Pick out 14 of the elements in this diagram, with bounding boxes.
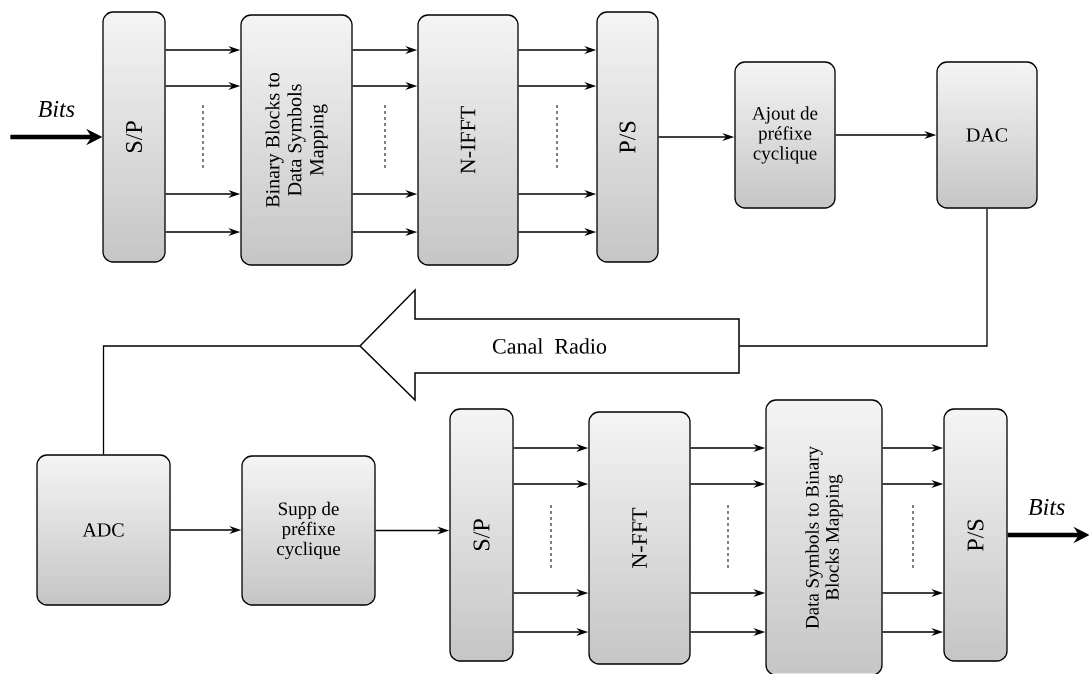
process-box: Binary Blocks to Data Symbols Mapping (240, 14, 353, 266)
process-box: Data Symbols to Binary Blocks Mapping (765, 399, 883, 674)
process-box: ADC (36, 454, 171, 606)
process-box: S/P (102, 11, 166, 263)
edge-label: Bits (37, 100, 75, 118)
process-box: DAC (936, 61, 1038, 209)
process-box: Ajout de préfixe cyclique (734, 61, 836, 209)
edge-label: Bits (1028, 498, 1065, 516)
process-box: S/P (449, 408, 514, 662)
process-box: P/S (943, 408, 1008, 662)
process-box: N-IFFT (417, 14, 519, 266)
process-box: P/S (596, 11, 659, 263)
process-box: N-FFT (588, 411, 691, 665)
process-box: Supp de préfixe cyclique (241, 455, 376, 606)
